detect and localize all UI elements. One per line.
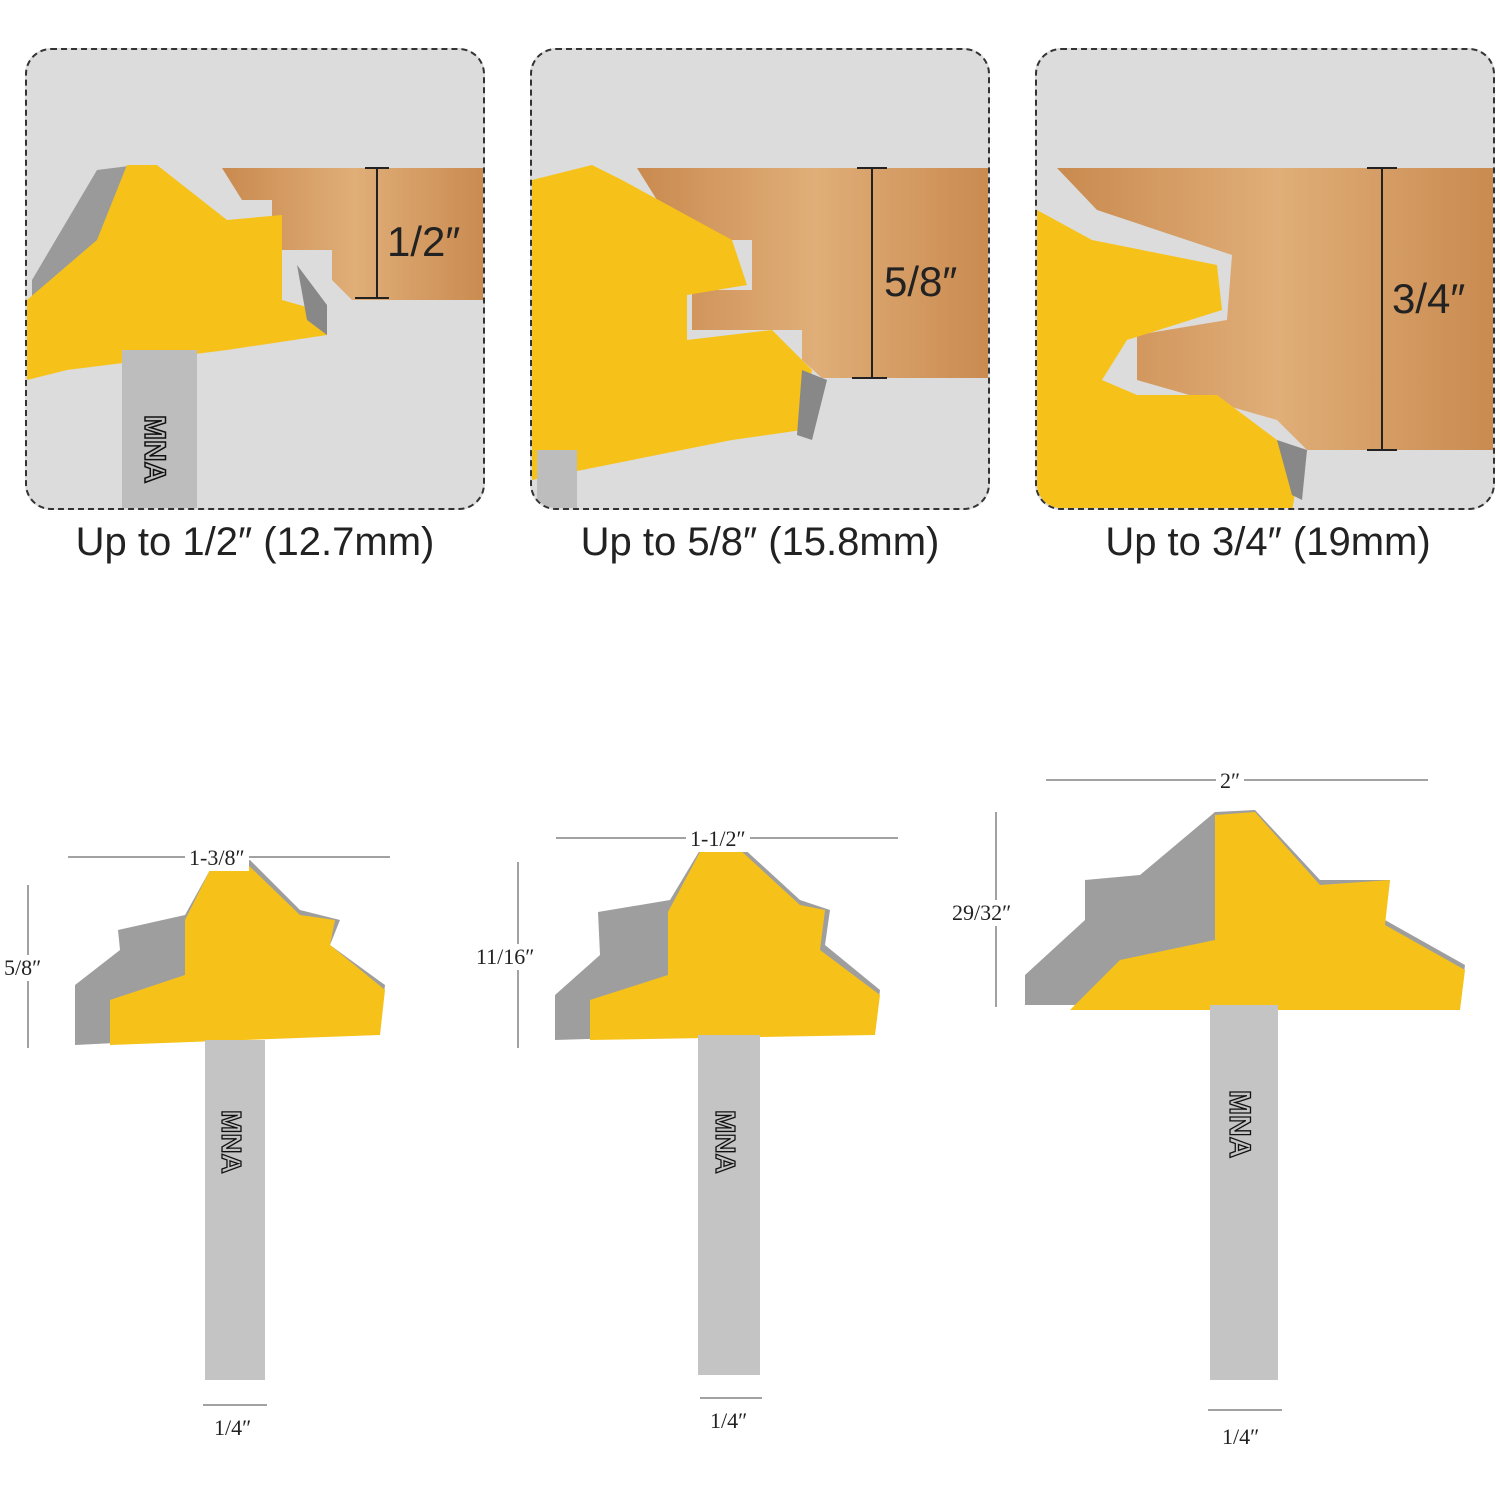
- brand-logo: MNA: [138, 415, 171, 483]
- usage-panel-3: 3/4″: [1035, 48, 1495, 510]
- svg-text:MNA: MNA: [710, 1110, 741, 1174]
- height-label: 11/16″: [472, 944, 539, 970]
- shank: [698, 1035, 760, 1375]
- thickness-label: 5/8″: [884, 258, 958, 305]
- thickness-label: 3/4″: [1392, 275, 1466, 322]
- router-bit-small: MNA: [27, 856, 390, 1406]
- shank-label: 1/4″: [1218, 1424, 1264, 1450]
- router-bit-in-wood-illustration: [532, 165, 988, 508]
- height-label: 5/8″: [0, 955, 46, 981]
- thickness-label: 1/2″: [387, 218, 461, 265]
- panel-caption: Up to 5/8″ (15.8mm): [580, 520, 940, 564]
- diameter-label: 1-3/8″: [185, 845, 249, 871]
- shank-label: 1/4″: [706, 1408, 752, 1434]
- router-bit-in-wood-illustration: MNA: [27, 165, 483, 508]
- svg-text:MNA: MNA: [216, 1110, 247, 1174]
- panel-caption: Up to 1/2″ (12.7mm): [75, 520, 435, 564]
- svg-text:MNA: MNA: [1223, 1090, 1256, 1158]
- height-label: 29/32″: [948, 900, 1016, 926]
- shank: [1210, 1005, 1278, 1380]
- shank-label: 1/4″: [210, 1415, 256, 1441]
- router-bit-medium: MNA: [517, 837, 898, 1399]
- shank: [205, 1040, 265, 1380]
- diameter-label: 2″: [1216, 768, 1245, 794]
- usage-panel-2: 5/8″: [530, 48, 990, 510]
- router-bit-large: MNA: [995, 779, 1465, 1411]
- panel-caption: Up to 3/4″ (19mm): [1105, 520, 1431, 564]
- diameter-label: 1-1/2″: [686, 826, 750, 852]
- router-bit-in-wood-illustration: [1037, 167, 1493, 508]
- usage-panel-1: MNA 1/2″: [25, 48, 485, 510]
